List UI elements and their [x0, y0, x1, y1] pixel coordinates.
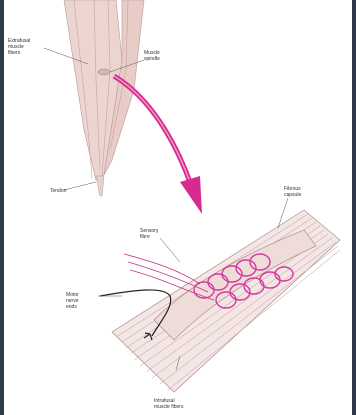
label-tendon: Tendon	[50, 188, 66, 194]
spindle-outline	[98, 69, 110, 75]
tendon-shape	[96, 176, 104, 196]
label-extrafusal-fibers: Extrafusal muscle fibers	[8, 38, 30, 56]
label-fibrous-capsule: Fibrous capsule	[284, 186, 301, 198]
label-motor-nerve-endings: Motor nerve ends	[66, 292, 79, 310]
label-intrafusal-fibers: Intrafusal muscle fibers	[154, 398, 183, 410]
diagram-canvas: Extrafusal muscle fibers Muscle spindle …	[4, 0, 352, 415]
muscle-bundle	[64, 0, 144, 196]
label-muscle-spindle: Muscle spindle	[144, 50, 160, 62]
label-sensory-fibre: Sensory fibre	[140, 228, 158, 240]
muscle-spindle-diagram	[4, 0, 352, 415]
